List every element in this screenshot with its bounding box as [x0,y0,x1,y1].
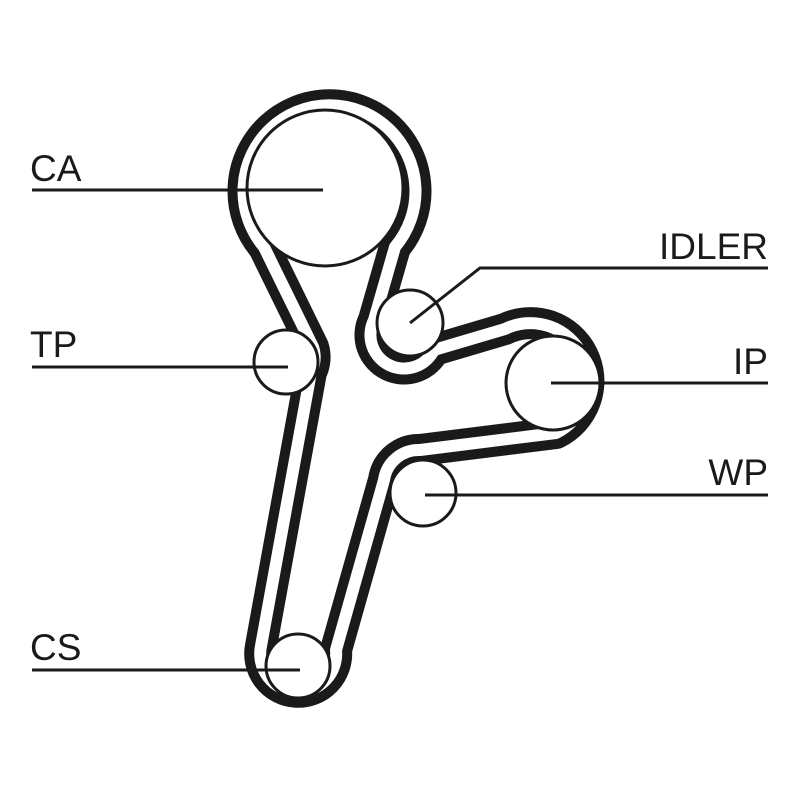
ca-label: CA [30,148,82,189]
tensioner-pulley [252,328,320,396]
ip-label: IP [733,341,768,382]
tp-label: TP [30,324,77,365]
crankshaft-pulley [264,632,332,700]
water-pump-pulley [388,458,458,528]
camshaft-pulley [245,108,405,268]
idler-leader-line [409,266,768,325]
idler-label: IDLER [659,226,768,267]
wp-label: WP [708,452,768,493]
cs-label: CS [30,627,81,668]
